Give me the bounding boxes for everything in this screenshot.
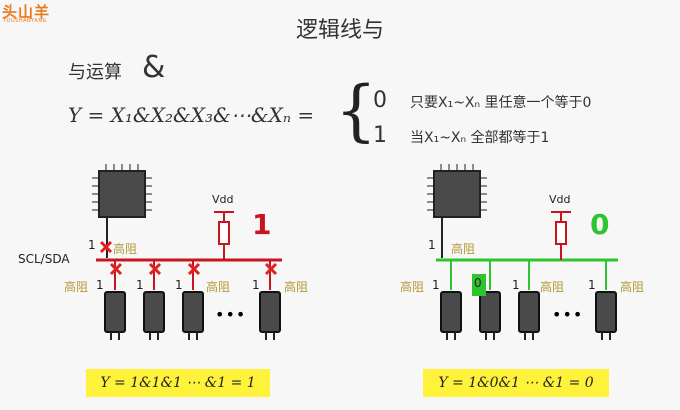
slave-high-z-label: 高阻	[206, 280, 231, 294]
bus-label: SCL/SDA	[18, 252, 70, 266]
slave-high-z-label: 高阻	[620, 280, 645, 294]
slave-high-z-label: 高阻	[400, 280, 425, 294]
slave-high-z-label: 高阻	[64, 280, 89, 294]
case-zero-text: 只要X₁~Xₙ 里任意一个等于0	[410, 95, 592, 111]
logo: 头山羊 TOUSHANYANG	[0, 0, 76, 24]
master-chip-icon	[98, 170, 146, 218]
operation-symbol: &	[142, 50, 166, 85]
brace-icon: {	[335, 72, 377, 149]
case-one-value: 1	[373, 123, 387, 148]
slave-value: 1	[96, 278, 104, 292]
case-zero-value: 0	[373, 88, 387, 113]
slave-value: 1	[136, 278, 144, 292]
and-formula: Y = X₁&X₂&X₃&⋯&Xₙ =	[68, 103, 315, 127]
slave-value: 1	[175, 278, 183, 292]
slave-value: 1	[512, 278, 520, 292]
slave-value: 1	[252, 278, 260, 292]
left-result-equation: Y = 1&1&1 ⋯ &1 = 1	[86, 369, 270, 397]
bus-level-value: 1	[252, 208, 272, 241]
slave-driving-low-value: 0	[474, 276, 482, 290]
slave-value: 1	[588, 278, 596, 292]
master-chip-icon	[433, 170, 481, 218]
right-result-equation: Y = 1&0&1 ⋯ &1 = 0	[423, 369, 609, 397]
slave-high-z-label: 高阻	[540, 280, 565, 294]
vdd-label: Vdd	[212, 193, 234, 206]
vdd-label: Vdd	[549, 193, 571, 206]
ellipsis-icon: •••	[552, 305, 584, 324]
logo-text: 头山羊	[2, 3, 51, 21]
case-one-text: 当X₁~Xₙ 全部都等于1	[410, 130, 550, 146]
master-output-value: 1	[88, 238, 96, 252]
page-title: 逻辑线与	[295, 18, 384, 43]
operation-label: 与运算	[68, 62, 122, 83]
master-high-z-label: 高阻	[113, 242, 138, 256]
ellipsis-icon: •••	[215, 305, 247, 324]
master-high-z-label: 高阻	[451, 242, 476, 256]
bus-level-value: 0	[590, 208, 610, 241]
logo-subtext: TOUSHANYANG	[3, 18, 47, 24]
slave-value: 1	[432, 278, 440, 292]
slave-high-z-label: 高阻	[284, 280, 309, 294]
master-output-value: 1	[428, 238, 436, 252]
